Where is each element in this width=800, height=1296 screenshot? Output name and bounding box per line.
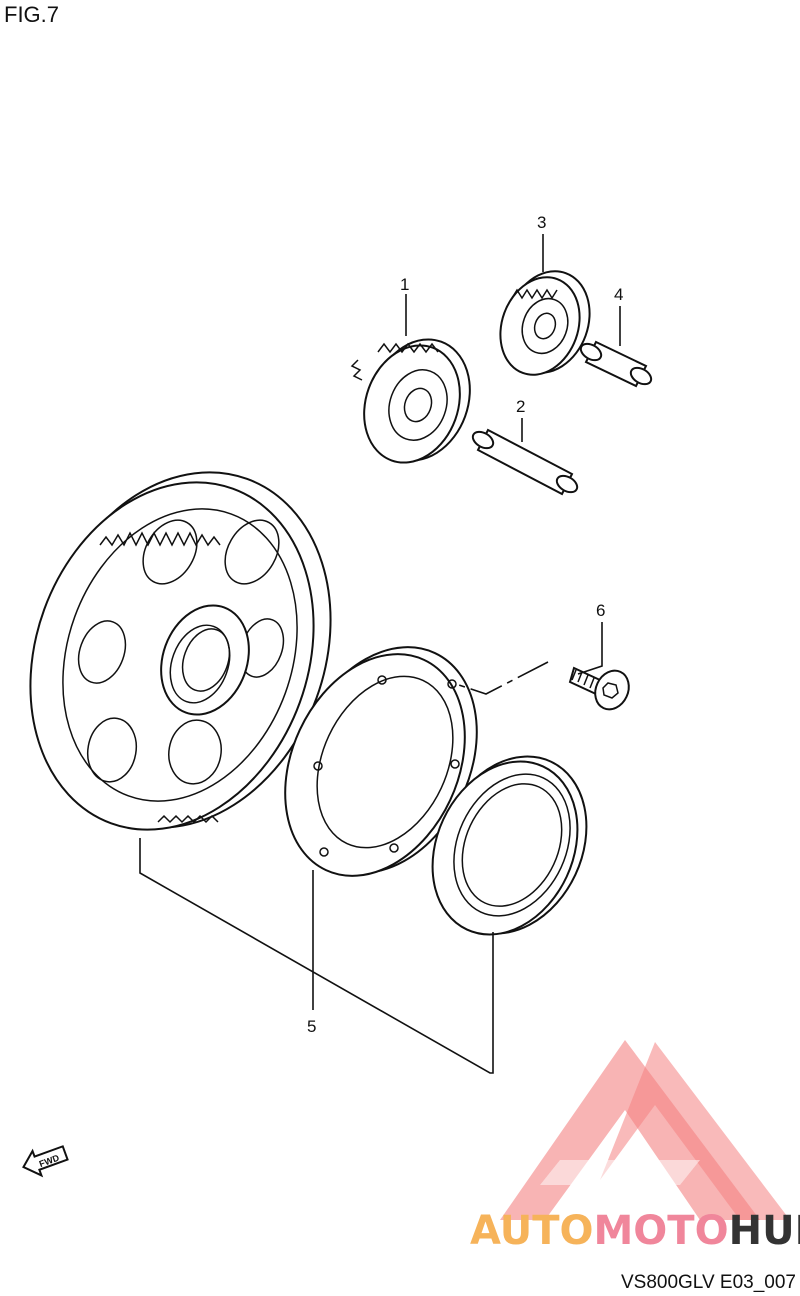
callout-6: 6 [596,601,605,620]
leader-5-gear [139,838,494,1074]
drawing-reference-code: VS800GLV E03_007 [620,1272,796,1293]
callout-labels: 1 2 3 4 5 6 [307,213,623,1036]
callout-5: 5 [307,1017,316,1036]
leader-6-bolt-path [455,661,549,695]
part-1-idle-gear [350,338,471,464]
part-3-small-gear [499,270,591,376]
watermark-text: AUTOMOTOHUB [470,1208,800,1254]
fwd-arrow-icon: FWD [22,1145,69,1178]
part-4-short-shaft [579,340,653,388]
callout-3: 3 [537,213,546,232]
part-5-clutch-housing [284,646,478,877]
figure-title: FIG.7 [4,2,60,27]
callout-1: 1 [400,275,409,294]
callout-4: 4 [614,285,623,304]
leader-lines [139,234,621,1074]
part-5-sprag-ring [431,755,588,936]
part-6-bolt [568,666,630,711]
part-5-driven-gear [29,471,332,831]
part-2-long-shaft [471,428,579,496]
callout-2: 2 [516,397,525,416]
watermark-logo [500,1040,790,1220]
leader-6 [577,622,603,675]
